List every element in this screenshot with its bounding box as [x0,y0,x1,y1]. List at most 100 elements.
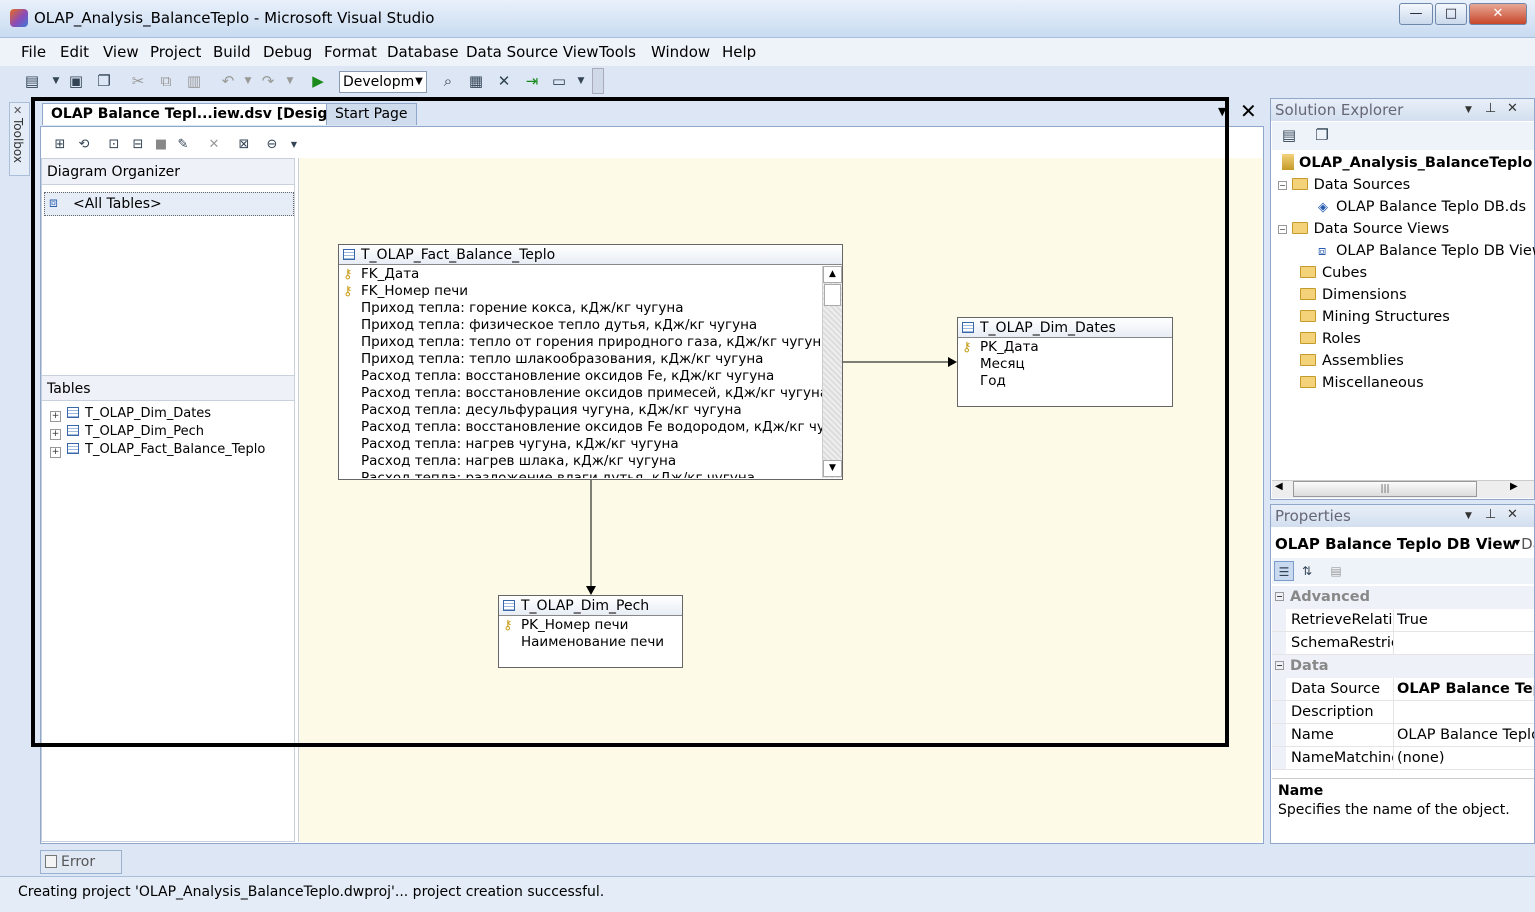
new-project-dropdown-icon[interactable]: ▼ [52,76,60,86]
pin-icon[interactable]: ⊥ [1485,507,1497,522]
solution-folder-data-source-views[interactable]: − Data Source Views [1278,221,1450,237]
solution-item-data-source[interactable]: ◈OLAP Balance Teplo DB.ds [1318,196,1526,218]
undo-icon[interactable]: ↶ [221,72,235,90]
dim-dates-table-box[interactable]: T_OLAP_Dim_Dates ⚷PK_Дата Месяц Год [957,317,1173,407]
menu-view[interactable]: View [103,43,139,61]
scroll-thumb[interactable]: ||| [1293,481,1477,497]
diagram-all-tables[interactable]: <All Tables> [44,192,294,216]
toolbox-strip[interactable] [9,102,30,176]
start-debugging-icon[interactable]: ▶ [312,72,324,90]
scroll-left-icon[interactable]: ◀ [1275,481,1283,492]
replace-table-icon[interactable]: ■ [154,137,168,152]
redo-dropdown-icon[interactable]: ▼ [286,76,294,86]
column-row[interactable]: ⚷PK_Номер печи [503,617,629,633]
property-row[interactable]: Description [1272,701,1534,724]
column-row[interactable]: Приход тепла: физическое тепло дутья, кД… [361,317,758,333]
command-window-icon[interactable]: ▭ [551,72,567,90]
tab-list-dropdown-icon[interactable]: ▼ [1218,105,1227,118]
paste-icon[interactable]: ▥ [186,72,202,90]
object-browser-icon[interactable]: ⇥ [525,72,539,90]
solution-folder-dimensions[interactable]: Dimensions [1300,284,1407,306]
column-row[interactable]: Расход тепла: восстановление оксидов Fe,… [361,368,775,384]
refresh-icon[interactable]: ⟲ [78,137,90,152]
property-category-advanced[interactable]: −Advanced [1272,586,1534,609]
tables-tree-item[interactable]: +T_OLAP_Fact_Balance_Teplo [50,442,266,458]
column-row[interactable]: Расход тепла: разложение влаги дутья, кД… [361,470,755,478]
scroll-thumb[interactable] [824,284,841,306]
menu-file[interactable]: File [21,43,47,61]
column-row[interactable]: Расход тепла: десульфурация чугуна, кДж/… [361,402,742,418]
categorized-icon[interactable]: ☰ [1274,561,1294,581]
solution-folder-miscellaneous[interactable]: Miscellaneous [1300,372,1424,394]
tab-start-page[interactable]: Start Page [326,103,417,125]
close-panel-icon[interactable]: ✕ [1507,101,1518,116]
property-row[interactable]: NameMatching(none) [1272,747,1534,770]
panel-dropdown-icon[interactable]: ▼ [1465,511,1472,521]
properties-icon[interactable]: ✕ [497,72,511,90]
save-all-icon[interactable]: ❐ [97,72,111,90]
column-row[interactable]: Расход тепла: нагрев чугуна, кДж/кг чугу… [361,436,679,452]
new-project-icon[interactable]: ▤ [24,72,40,90]
explore-data-icon[interactable]: ⊠ [238,137,250,152]
scroll-down-icon[interactable]: ▼ [823,460,842,477]
collapse-icon[interactable]: − [1275,592,1284,601]
menu-window[interactable]: Window [651,43,711,61]
column-row[interactable]: ⚷FK_Дата [343,266,420,282]
properties-view-icon[interactable]: ▤ [1281,126,1297,144]
close-window-button[interactable]: ✕ [1469,3,1527,25]
close-tab-icon[interactable]: ✕ [1240,99,1257,123]
menu-format[interactable]: Format [324,43,377,61]
solution-explorer-icon[interactable]: ▦ [468,72,484,90]
delete-icon[interactable]: ✕ [208,137,220,152]
zoom-icon[interactable]: ⊖ [266,137,278,152]
chevron-down-icon[interactable]: ▼ [1514,538,1521,547]
cut-icon[interactable]: ✂ [131,72,145,90]
menu-project[interactable]: Project [150,43,202,61]
tables-tree-item[interactable]: +T_OLAP_Dim_Pech [50,424,204,440]
minimize-button[interactable]: — [1399,3,1433,25]
undo-dropdown-icon[interactable]: ▼ [244,76,252,86]
solution-item-dsv[interactable]: ⧈OLAP Balance Teplo DB View [1318,240,1535,262]
column-row[interactable]: Наименование печи [521,634,665,650]
new-relationship-icon[interactable]: ⊟ [132,137,144,152]
expand-icon[interactable]: + [50,429,61,440]
new-calculation-icon[interactable]: ✎ [177,137,189,152]
fact-table-scrollbar[interactable]: ▲ ▼ [822,266,842,478]
dim-dates-header[interactable]: T_OLAP_Dim_Dates [958,318,1172,338]
column-row[interactable]: Расход тепла: нагрев шлака, кДж/кг чугун… [361,453,677,469]
solution-folder-cubes[interactable]: Cubes [1300,262,1367,284]
property-pages-icon[interactable]: ▤ [1330,564,1342,578]
copy-icon[interactable]: ⧉ [160,72,172,90]
scroll-right-icon[interactable]: ▶ [1510,481,1518,492]
dim-pech-header[interactable]: T_OLAP_Dim_Pech [499,596,682,616]
alphabetical-icon[interactable]: ⇅ [1301,564,1313,578]
solution-configuration-select[interactable]: Developm [339,71,427,93]
maximize-button[interactable]: □ [1435,3,1467,25]
toolbar-dropdown-icon[interactable]: ▼ [577,76,585,86]
column-row[interactable]: Расход тепла: восстановление оксидов Fe … [361,419,822,435]
save-icon[interactable]: ▣ [68,72,84,90]
properties-object-selector[interactable]: OLAP Balance Teplo DB View Dat [1275,535,1534,553]
new-named-query-icon[interactable]: ⊡ [108,137,120,152]
zoom-dropdown-icon[interactable]: ▼ [290,140,298,149]
column-row[interactable]: ⚷PK_Дата [962,339,1039,355]
menu-data-source-view[interactable]: Data Source View [466,43,599,61]
dim-pech-table-box[interactable]: T_OLAP_Dim_Pech ⚷PK_Номер печи Наименова… [498,595,683,668]
toolbox-label[interactable]: Toolbox [11,118,25,163]
solution-project[interactable]: OLAP_Analysis_BalanceTeplo [1282,152,1532,174]
tab-dsv-design[interactable]: OLAP Balance Tepl...iew.dsv [Design]* [42,103,361,125]
expand-icon[interactable]: + [50,447,61,458]
collapse-icon[interactable]: − [1278,225,1287,234]
redo-icon[interactable]: ↷ [261,72,275,90]
column-row[interactable]: ⚷FK_Номер печи [343,283,469,299]
solution-folder-assemblies[interactable]: Assemblies [1300,350,1404,372]
find-in-files-icon[interactable]: ⌕ [443,72,453,90]
chevron-down-icon[interactable]: ▼ [415,76,423,87]
menu-edit[interactable]: Edit [60,43,90,61]
property-row[interactable]: SchemaRestrict [1272,632,1534,655]
add-remove-objects-icon[interactable]: ⊞ [54,137,66,152]
solution-folder-data-sources[interactable]: − Data Sources [1278,177,1411,193]
